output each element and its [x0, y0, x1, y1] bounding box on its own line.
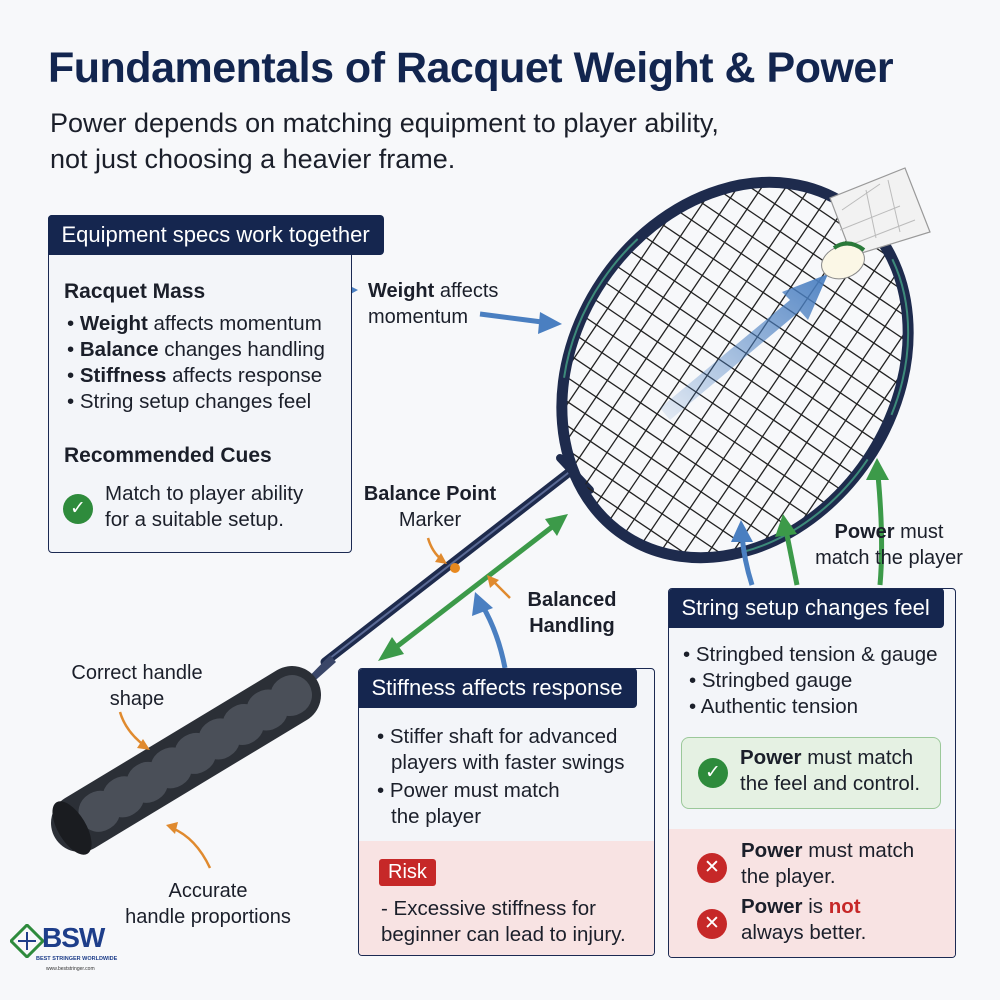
recommended-cues-title: Recommended Cues	[64, 444, 272, 467]
risk-line-2: beginner can lead to injury.	[381, 923, 626, 946]
logo-text: BSW	[42, 922, 105, 953]
warning-2-line-2: always better.	[741, 921, 867, 944]
cue-line-2: for a suitable setup.	[105, 508, 284, 531]
logo-url: www.beststringer.com	[46, 966, 95, 972]
string-line-2: • Stringbed gauge	[689, 669, 853, 692]
good-note-line-1: Power must match	[740, 746, 914, 769]
stiffness-line-1: • Stiffer shaft for advanced	[377, 725, 618, 748]
string-setup-header: String setup changes feel	[669, 589, 944, 628]
good-note-line-2: the feel and control.	[740, 772, 921, 795]
string-line-3: • Authentic tension	[689, 695, 859, 718]
page-title: Fundamentals of Racquet Weight & Power	[48, 44, 894, 92]
warning-2-line-1: Power is not	[741, 895, 861, 918]
spec-item: • String setup changes feel	[67, 390, 312, 413]
shuttlecock	[821, 167, 931, 280]
subtitle-line-1: Power depends on matching equipment to p…	[50, 108, 719, 138]
good-note: ✓ Power must match the feel and control.	[681, 737, 941, 809]
stiffness-line-2: players with faster swings	[391, 751, 625, 774]
string-line-1: • Stringbed tension & gauge	[683, 643, 938, 666]
stiffness-line-3: • Power must match	[377, 779, 560, 802]
warning-area: ✕ Power must match the player. ✕ Power i…	[669, 829, 955, 957]
cue-line-1: Match to player ability	[105, 482, 304, 505]
spec-item: • Weight affects momentum	[67, 312, 322, 335]
racquet-handle	[51, 655, 336, 855]
cross-icon: ✕	[697, 909, 727, 939]
stiffness-line-4: the player	[391, 805, 482, 828]
warning-1-line-1: Power must match	[741, 839, 915, 862]
callout-arrows	[118, 279, 889, 869]
stiffness-header: Stiffness affects response	[359, 669, 637, 708]
equipment-specs-panel: Equipment specs work together Racquet Ma…	[47, 214, 384, 553]
spec-item: • Stiffness affects response	[67, 364, 323, 387]
logo-emblem-icon	[10, 924, 44, 958]
subtitle-line-2: not just choosing a heavier frame.	[50, 144, 456, 174]
power-direction-arrow	[660, 274, 828, 420]
risk-badge: Risk	[379, 859, 436, 886]
risk-line-1: - Excessive stiffness for	[381, 897, 596, 920]
string-setup-panel: String setup changes feel • Stringbed te…	[668, 588, 956, 958]
racquet-mass-title: Racquet Mass	[64, 280, 206, 303]
logo-tagline: BEST STRINGER WORLDWIDE	[36, 956, 118, 962]
balance-point-marker	[450, 563, 460, 573]
equipment-specs-header: Equipment specs work together	[47, 214, 384, 255]
brand-logo: BSW BEST STRINGER WORLDWIDE www.beststri…	[10, 918, 120, 988]
warning-1-line-2: the player.	[741, 865, 836, 888]
checkmark-icon: ✓	[698, 758, 728, 788]
string-bed	[493, 118, 977, 622]
checkmark-icon: ✓	[63, 494, 93, 524]
stiffness-panel: Stiffness affects response • Stiffer sha…	[358, 668, 655, 956]
cross-icon: ✕	[697, 853, 727, 883]
spec-item: • Balance changes handling	[67, 338, 325, 361]
